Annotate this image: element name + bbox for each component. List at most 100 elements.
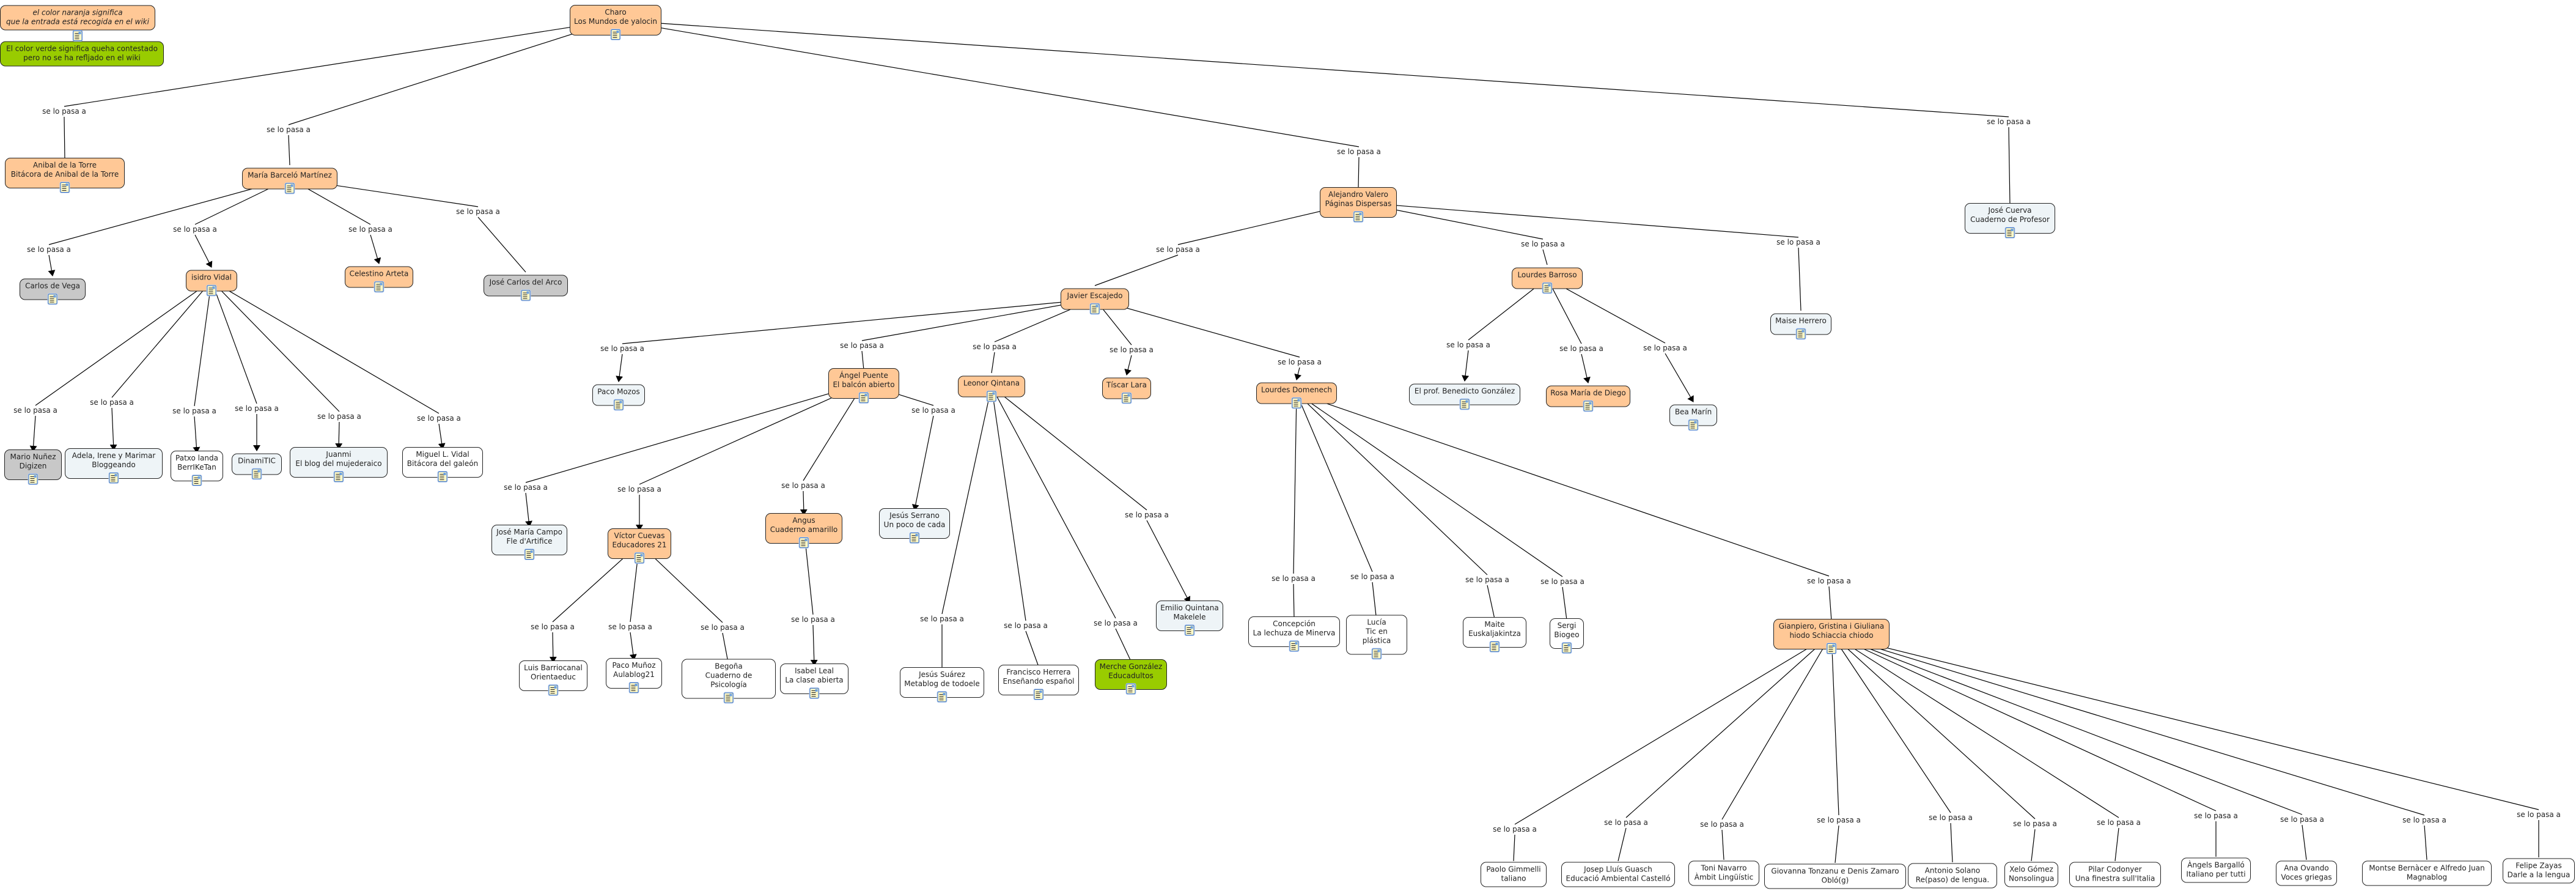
link-label[interactable]: se lo pasa a [1349,572,1396,581]
link-label[interactable]: se lo pasa a [1270,574,1317,583]
resource-document-icon[interactable] [109,473,119,483]
resource-document-icon[interactable] [1688,420,1698,431]
concept-node-serrano[interactable]: Jesús Serrano Un poco de cada [879,508,950,543]
link-label[interactable]: se lo pasa a [234,404,280,413]
concept-node-benedicto[interactable]: El prof. Benedicto González [1409,383,1520,410]
concept-node-maite[interactable]: Maite Euskaljakintza [1463,617,1526,652]
concept-node-javier[interactable]: Javier Escajedo [1061,288,1129,314]
link-label[interactable]: se lo pasa a [1520,240,1566,248]
link-label[interactable]: se lo pasa a [41,107,87,116]
link-label[interactable]: se lo pasa a [839,341,885,350]
resource-document-icon[interactable] [1460,399,1470,410]
link-label[interactable]: se lo pasa a [1775,238,1822,246]
resource-document-icon[interactable] [252,468,262,479]
concept-node-guasch[interactable]: Josep Lluís Guasch Educació Ambiental Ca… [1561,862,1675,887]
link-label[interactable]: se lo pasa a [2279,815,2325,824]
resource-document-icon[interactable] [629,682,639,693]
link-label[interactable]: se lo pasa a [2515,810,2562,819]
concept-node-begona[interactable]: Begoña Cuaderno de Psicología [682,659,776,703]
link-label[interactable]: se lo pasa a [1985,117,2032,126]
link-label[interactable]: se lo pasa a [616,485,663,494]
link-label[interactable]: se lo pasa a [26,245,72,254]
resource-document-icon[interactable] [1122,393,1132,404]
resource-document-icon[interactable] [614,399,624,410]
concept-node-herrera[interactable]: Francisco Herrera Enseñando español [998,665,1079,700]
concept-node-victor[interactable]: Víctor Cuevas Educadores 21 [608,528,671,563]
concept-node-lucia[interactable]: Lucía Tic en plástica [1346,615,1407,659]
concept-node-felipe[interactable]: Felipe Zayas Darle a la lengua [2503,858,2575,884]
link-label[interactable]: se lo pasa a [1539,577,1586,586]
link-label[interactable]: se lo pasa a [780,481,826,490]
concept-node-ana[interactable]: Ana Ovando Voces griegas [2276,860,2337,886]
resource-document-icon[interactable] [859,393,869,403]
link-label[interactable]: se lo pasa a [347,225,394,234]
concept-node-ldomenech[interactable]: Lourdes Domenech [1256,382,1337,409]
link-label[interactable]: se lo pasa a [416,414,462,423]
link-label[interactable]: se lo pasa a [599,344,646,353]
resource-document-icon[interactable] [611,29,620,40]
resource-document-icon[interactable] [910,533,919,543]
resource-document-icon[interactable] [1796,328,1806,339]
concept-node-rosa[interactable]: Rosa María de Diego [1546,385,1630,412]
concept-node-bea[interactable]: Bea Marín [1669,404,1717,431]
concept-node-isabel[interactable]: Isabel Leal La clase abierta [780,664,848,698]
concept-node-angus[interactable]: Angus Cuaderno amarillo [765,513,842,548]
link-label[interactable]: se lo pasa a [1558,344,1605,353]
link-label[interactable]: se lo pasa a [1108,346,1155,354]
concept-node-juanmi[interactable]: Juanmi El blog del mujederaico [290,447,388,482]
concept-node-mario[interactable]: Mario Nuñez Digizen [4,449,62,484]
concept-node-giovanna[interactable]: Giovanna Tonzanu e Denis Zamaro Obló(g) [1764,863,1906,889]
concept-node-paco[interactable]: Paco Mozos [592,384,645,410]
resource-document-icon[interactable] [1562,643,1572,653]
resource-document-icon[interactable] [724,692,734,703]
resource-document-icon[interactable] [548,685,558,695]
link-label[interactable]: se lo pasa a [12,406,59,415]
link-label[interactable]: se lo pasa a [2096,818,2142,827]
resource-document-icon[interactable] [192,475,202,486]
link-label[interactable]: se lo pasa a [171,407,218,415]
concept-node-lbarroso[interactable]: Lourdes Barroso [1512,267,1583,294]
resource-document-icon[interactable] [1126,684,1136,694]
concept-node-emilio[interactable]: Emilio Quintana Makelele [1156,601,1223,635]
link-label[interactable]: se lo pasa a [1276,358,1323,366]
concept-node-suarez[interactable]: Jesús Suárez Metablog de todoele [900,667,984,702]
link-label[interactable]: se lo pasa a [172,225,218,234]
resource-document-icon[interactable] [285,183,295,194]
concept-node-alejandro[interactable]: Alejandro Valero Páginas Dispersas [1320,187,1397,222]
concept-node-xelo[interactable]: Xelo Gómez Nonsolingua [2004,862,2058,887]
resource-document-icon[interactable] [334,471,344,482]
resource-document-icon[interactable] [207,285,216,296]
resource-document-icon[interactable] [1353,212,1363,222]
link-label[interactable]: se lo pasa a [265,125,312,134]
link-label[interactable]: se lo pasa a [1124,511,1170,519]
link-label[interactable]: se lo pasa a [919,615,965,623]
link-label[interactable]: se lo pasa a [1003,621,1049,630]
link-label[interactable]: se lo pasa a [607,623,653,631]
resource-document-icon[interactable] [1185,625,1194,635]
concept-node-dinamitic[interactable]: DinamiTIC [232,453,282,479]
resource-document-icon[interactable] [374,281,384,292]
resource-document-icon[interactable] [524,549,534,560]
concept-node-gianpiero[interactable]: Gianpiero, Gristina i Giuliana hiodo Sch… [1773,619,1890,654]
link-label[interactable]: se lo pasa a [2012,819,2058,828]
link-label[interactable]: se lo pasa a [910,406,957,415]
resource-document-icon[interactable] [635,553,644,563]
resource-document-icon[interactable] [1490,641,1500,652]
concept-node-carlos[interactable]: Carlos de Vega [20,278,86,305]
resource-document-icon[interactable] [937,692,947,702]
resource-document-icon[interactable] [1289,641,1299,651]
link-label[interactable]: se lo pasa a [502,483,549,492]
resource-document-icon[interactable] [799,538,809,548]
resource-document-icon[interactable] [521,290,531,301]
concept-node-adela[interactable]: Adela, Irene y Marimar Bloggeando [65,448,163,483]
link-label[interactable]: se lo pasa a [790,615,836,624]
resource-document-icon[interactable] [1034,689,1043,700]
concept-node-charo[interactable]: Charo Los Mundos de yalocin [570,5,661,40]
legend-resource-icon[interactable] [73,31,83,41]
concept-node-josecarlos[interactable]: José Carlos del Arco [484,275,568,301]
concept-node-cuerva[interactable]: José Cuerva Cuaderno de Profesor [1965,203,2055,238]
link-label[interactable]: se lo pasa a [1816,816,1862,824]
link-label[interactable]: se lo pasa a [971,342,1018,351]
link-label[interactable]: se lo pasa a [529,623,576,631]
concept-node-montse[interactable]: Montse Bernàcer e Alfredo Juan Magnablog [2362,860,2492,886]
